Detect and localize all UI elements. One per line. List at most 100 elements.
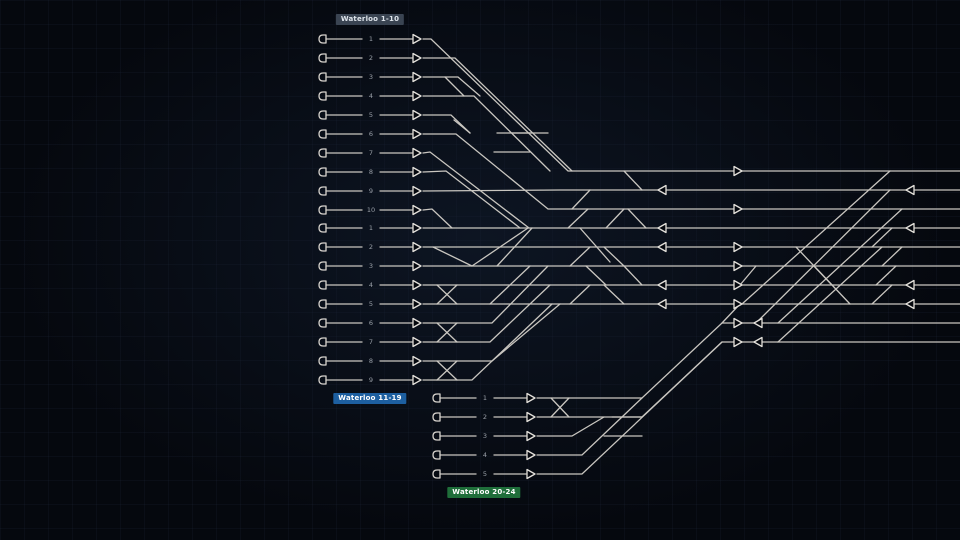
crossover-segment	[585, 265, 607, 286]
platform-w2-6-signal-icon	[412, 317, 422, 329]
platform-w3-3-number: 3	[483, 432, 487, 440]
crossover-segment	[881, 246, 903, 267]
group-label-waterloo-1-10: Waterloo 1-10	[335, 14, 405, 25]
platform-w1-7-buffer-icon	[318, 148, 327, 158]
route-w3-p5	[536, 341, 723, 475]
platform-w1-3-buffer-icon	[318, 72, 327, 82]
crossover-segment	[871, 227, 893, 248]
platform-w1-2-buffer-icon	[318, 53, 327, 63]
route-w3-p3	[536, 416, 605, 437]
crossover-segment	[569, 284, 591, 305]
crossover-segment	[550, 397, 570, 418]
platform-w1-8-signal-icon	[412, 166, 422, 178]
mainline-signal-icon	[905, 279, 915, 291]
platform-w1-2-number: 2	[369, 54, 373, 62]
platform-w1-9-buffer-icon	[318, 186, 327, 196]
crossover-segment	[603, 284, 625, 305]
platform-w2-7-buffer-icon	[318, 337, 327, 347]
platform-w2-6-buffer-icon	[318, 318, 327, 328]
route-w1-p7	[422, 151, 530, 229]
platform-w2-1-buffer-icon	[318, 223, 327, 233]
crossover-segment	[432, 246, 473, 267]
crossover-segment	[623, 265, 643, 286]
platform-w1-7-signal-icon	[412, 147, 422, 159]
mainline-signal-icon	[733, 279, 743, 291]
platform-w1-10-number: 10	[367, 206, 375, 214]
platform-w1-6-number: 6	[369, 130, 373, 138]
platform-w2-8-number: 8	[369, 357, 373, 365]
platform-w3-4-number: 4	[483, 451, 487, 459]
crossover-segment	[579, 227, 611, 263]
platform-w2-5-number: 5	[369, 300, 373, 308]
crossover-segment	[777, 208, 903, 324]
mainline-signal-icon	[657, 241, 667, 253]
platform-w2-5-signal-icon	[412, 298, 422, 310]
route-w1-p8	[422, 170, 521, 229]
platform-w1-8-buffer-icon	[318, 167, 327, 177]
platform-w1-6-buffer-icon	[318, 129, 327, 139]
platform-w2-3-signal-icon	[412, 260, 422, 272]
platform-w3-3-signal-icon	[526, 430, 536, 442]
platform-w3-5-buffer-icon	[432, 469, 441, 479]
crossover-segment	[741, 170, 891, 305]
crossover-segment	[567, 208, 589, 229]
mainline-signal-icon	[733, 241, 743, 253]
mainline-signal-icon	[657, 184, 667, 196]
platform-w1-8-number: 8	[369, 168, 373, 176]
platform-w2-2-buffer-icon	[318, 242, 327, 252]
mainline-signal-icon	[657, 298, 667, 310]
platform-w3-2-signal-icon	[526, 411, 536, 423]
platform-w3-5-signal-icon	[526, 468, 536, 480]
route-w1-p6	[422, 133, 960, 210]
route-w2-p9	[422, 303, 553, 381]
crossover-segment	[739, 265, 757, 286]
crossover-segment	[603, 246, 625, 267]
group-label-waterloo-20-24: Waterloo 20-24	[447, 487, 521, 498]
signal-layer	[412, 33, 915, 480]
mainline-signal-icon	[733, 165, 743, 177]
crossover-segment	[755, 189, 891, 324]
crossover-segment	[453, 119, 471, 134]
platform-w2-4-signal-icon	[412, 279, 422, 291]
platform-w1-9-signal-icon	[412, 185, 422, 197]
platform-w3-2-buffer-icon	[432, 412, 441, 422]
mainline-signal-icon	[753, 317, 763, 329]
crossover-segment	[605, 208, 625, 229]
route-w3-p4	[536, 397, 643, 456]
platform-w1-9-number: 9	[369, 187, 373, 195]
route-w2-p8	[422, 303, 561, 362]
platform-w1-2-signal-icon	[412, 52, 422, 64]
crossover-segment	[813, 265, 851, 305]
route-w1-p1	[422, 38, 960, 172]
track-layer	[325, 38, 960, 475]
platform-w1-4-buffer-icon	[318, 91, 327, 101]
platform-w1-7-number: 7	[369, 149, 373, 157]
platform-w1-5-buffer-icon	[318, 110, 327, 120]
platform-w2-8-signal-icon	[412, 355, 422, 367]
mainline-signal-icon	[733, 203, 743, 215]
platform-w1-4-signal-icon	[412, 90, 422, 102]
route-w1-p5	[422, 114, 471, 134]
crossover-segment	[436, 284, 458, 305]
route-w1-p10	[422, 208, 453, 229]
route-w3-p2	[536, 341, 960, 418]
platform-w2-8-buffer-icon	[318, 356, 327, 366]
platform-w2-4-buffer-icon	[318, 280, 327, 290]
crossover-segment	[871, 284, 893, 305]
platform-w3-2-number: 2	[483, 413, 487, 421]
platform-w2-7-number: 7	[369, 338, 373, 346]
platform-w3-4-buffer-icon	[432, 450, 441, 460]
platform-w1-3-signal-icon	[412, 71, 422, 83]
mainline-signal-icon	[733, 298, 743, 310]
platform-w2-9-number: 9	[369, 376, 373, 384]
route-w3-p1	[536, 322, 960, 399]
route-w1-p9	[422, 189, 960, 192]
platform-w2-9-buffer-icon	[318, 375, 327, 385]
platform-w2-2-number: 2	[369, 243, 373, 251]
platform-w2-5-buffer-icon	[318, 299, 327, 309]
group-label-waterloo-11-19: Waterloo 11-19	[333, 393, 407, 404]
platform-w1-1-number: 1	[369, 35, 373, 43]
mainline-signal-icon	[733, 317, 743, 329]
route-w2-p6	[422, 265, 549, 324]
